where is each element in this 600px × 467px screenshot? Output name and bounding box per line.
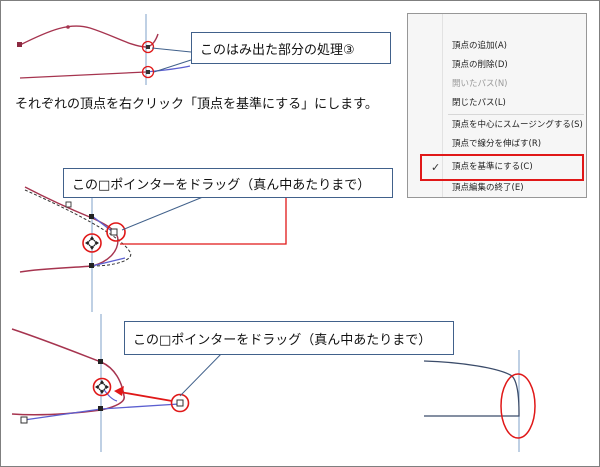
curve-path — [11, 395, 125, 416]
line-path — [91, 257, 126, 267]
menu-item-close-path[interactable]: 閉じたパス(L) — [408, 94, 586, 113]
menu-item-exit-edit-points[interactable]: 頂点編集の終了(E) — [408, 179, 586, 197]
dashed-outline — [24, 189, 132, 267]
result-path — [423, 360, 520, 417]
vertex-handle-icon[interactable] — [176, 399, 184, 407]
menu-item-smooth-vertex[interactable]: 頂点を中心にスムージングする(S) — [408, 116, 586, 135]
vertex-handle-icon[interactable] — [89, 263, 94, 268]
move-pointer-icon[interactable] — [95, 380, 109, 394]
highlight-circle — [82, 233, 102, 253]
vertex-handle-icon[interactable] — [146, 45, 150, 49]
highlight-circle — [106, 222, 126, 242]
highlight-circle — [141, 65, 155, 79]
callout-pointer — [179, 348, 227, 397]
menu-item-label: 頂点で線分を伸ばす(R) — [452, 139, 542, 149]
highlight-circle — [170, 393, 190, 413]
menu-separator — [448, 114, 584, 115]
line-path — [145, 65, 191, 73]
drag-arrow — [119, 391, 173, 402]
callout-middle: この□ポインターをドラッグ（真ん中あたりまで） — [63, 168, 393, 198]
vertex-handle-icon[interactable] — [17, 42, 22, 47]
callout-top: このはみ出た部分の処理③ — [191, 32, 391, 64]
menu-item-label: 頂点の削除(D) — [452, 60, 508, 70]
line-path — [100, 403, 180, 410]
vertex-handle-icon[interactable] — [98, 359, 103, 364]
move-pointer-icon[interactable] — [85, 236, 99, 250]
menu-item-label: 閉じたパス(L) — [452, 98, 506, 108]
bottom-left-diagram — [11, 314, 227, 452]
vertex-handle-icon[interactable] — [20, 416, 28, 424]
menu-item-corner-point[interactable]: ✓ 頂点を基準にする(C) — [408, 158, 586, 177]
menu-item-label: 頂点を基準にする(C) — [452, 162, 533, 172]
line-path — [23, 408, 102, 421]
highlight-circle — [141, 40, 155, 54]
vertex-handle-icon[interactable] — [89, 214, 94, 219]
menu-item-label: 頂点編集の終了(E) — [452, 183, 524, 193]
menu-item-label: 頂点の追加(A) — [452, 41, 507, 51]
vertex-handle-icon[interactable] — [98, 406, 103, 411]
context-menu: 頂点の追加(A) 頂点の削除(D) 開いたパス(N) 閉じたパス(L) 頂点を中… — [407, 13, 587, 198]
menu-highlight-box — [420, 154, 584, 181]
callout-top-text: このはみ出た部分の処理③ — [200, 42, 355, 58]
highlight-circle — [92, 377, 112, 397]
callout-bottom-text: この□ポインターをドラッグ（真ん中あたりまで） — [133, 332, 432, 348]
menu-item-add-vertex[interactable]: 頂点の追加(A) — [408, 37, 586, 56]
curve-path — [19, 25, 159, 48]
callout-pointer — [153, 59, 192, 73]
connector-line — [120, 186, 287, 245]
callout-bottom: この□ポインターをドラッグ（真ん中あたりまで） — [124, 321, 454, 355]
callout-middle-text: この□ポインターをドラッグ（真ん中あたりまで） — [72, 177, 371, 193]
vertex-handle-icon[interactable] — [146, 70, 150, 74]
top-diagram — [17, 14, 192, 85]
bottom-curve — [19, 71, 147, 79]
highlight-ellipse — [500, 373, 536, 439]
menu-item-straight-segment[interactable]: 頂点で線分を伸ばす(R) — [408, 135, 586, 154]
curve-path — [19, 239, 119, 273]
menu-gutter — [442, 14, 443, 197]
vertex-handle-icon[interactable] — [65, 201, 72, 208]
middle-diagram — [19, 186, 287, 312]
line-path — [91, 215, 114, 233]
arrow-head — [114, 386, 124, 396]
check-icon: ✓ — [431, 161, 441, 174]
callout-pointer — [151, 47, 192, 53]
vertex-point[interactable] — [66, 25, 70, 29]
menu-item-label: 開いたパス(N) — [452, 79, 508, 89]
vertex-handle-icon[interactable] — [110, 228, 118, 236]
result-diagram — [423, 350, 536, 452]
instruction-text: それぞれの頂点を右クリック「頂点を基準にする」にします。 — [15, 97, 378, 112]
menu-item-label: 頂点を中心にスムージングする(S) — [452, 120, 583, 130]
menu-item-open-path[interactable]: 開いたパス(N) — [408, 75, 586, 94]
menu-item-delete-vertex[interactable]: 頂点の削除(D) — [408, 56, 586, 75]
